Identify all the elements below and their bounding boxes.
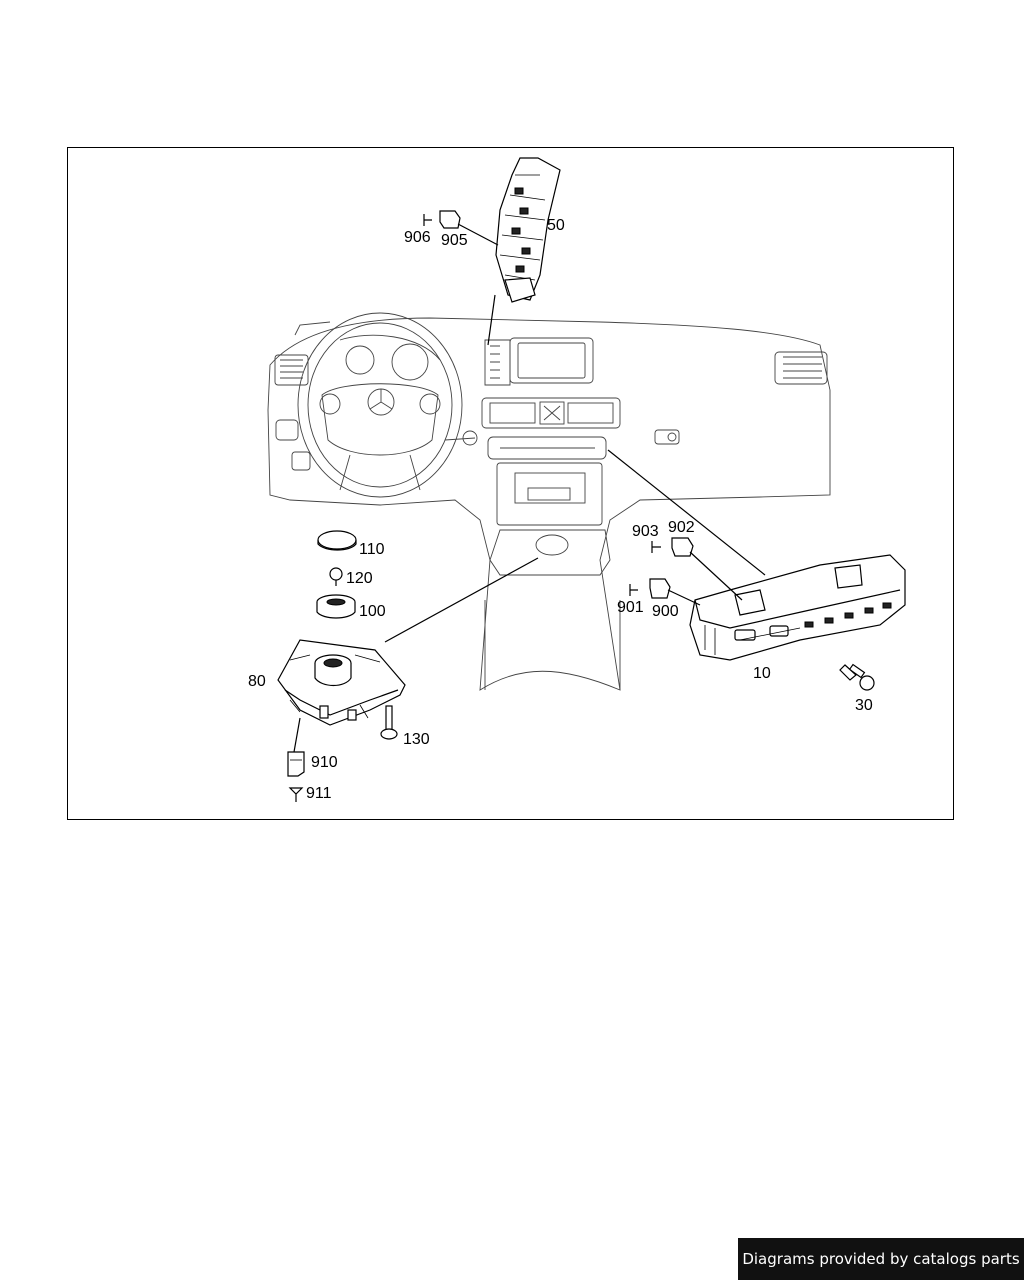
label-905: 905 [441,232,468,249]
footer-banner: Diagrams provided by catalogs parts [738,1238,1024,1280]
part-120-screw[interactable] [329,567,343,586]
label-902: 902 [668,519,695,536]
part-910-connector[interactable] [287,751,305,777]
part-10-climate-control[interactable] [689,554,906,661]
label-80: 80 [248,673,266,690]
label-910: 910 [311,754,338,771]
part-905-connector[interactable] [439,210,461,229]
part-50-switch-panel[interactable] [495,157,561,303]
part-30-screw[interactable] [839,663,875,691]
diagram-frame [67,147,954,820]
part-110-cap[interactable] [317,530,357,551]
label-911: 911 [306,785,332,802]
dashboard-illustration [267,312,831,691]
part-130-screw[interactable] [380,705,398,740]
label-130: 130 [403,731,430,748]
leader-lines [293,223,766,753]
part-900-connector[interactable] [649,578,671,599]
part-911-pin[interactable] [288,787,304,802]
label-901: 901 [617,599,644,616]
label-900: 900 [652,603,679,620]
part-901-pin[interactable] [629,584,638,596]
part-100-knob[interactable] [316,594,356,619]
label-906: 906 [404,229,431,246]
label-100: 100 [359,603,386,620]
footer-text: Diagrams provided by catalogs parts [742,1250,1020,1268]
label-110: 110 [359,541,385,558]
label-903: 903 [632,523,659,540]
part-906-pin[interactable] [423,214,432,226]
callout-labels: 50 906 905 110 120 100 80 130 910 911 90… [248,217,873,802]
label-50: 50 [547,217,565,234]
part-903-pin[interactable] [651,541,661,553]
part-902-connector[interactable] [671,537,694,557]
label-10: 10 [753,665,771,682]
label-120: 120 [346,570,373,587]
part-80-controller[interactable] [277,639,406,726]
label-30: 30 [855,697,873,714]
